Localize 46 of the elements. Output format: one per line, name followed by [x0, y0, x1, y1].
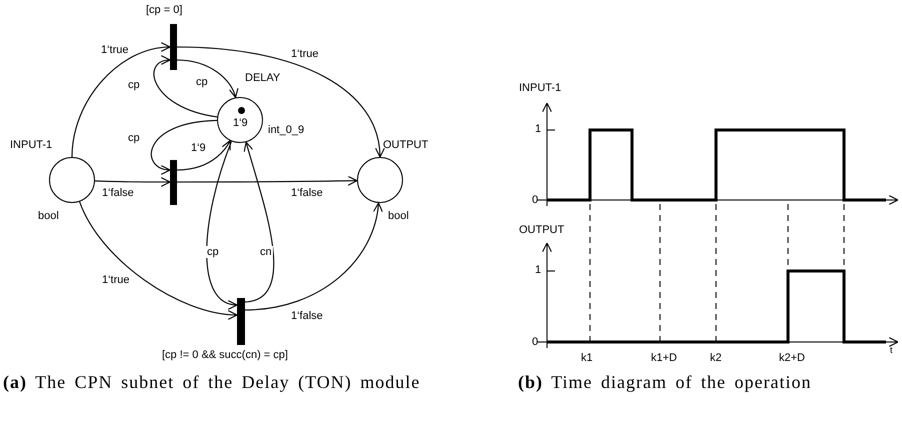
- initial-marking: 1‘9: [233, 117, 248, 130]
- guard-label: [cp = 0]: [146, 4, 182, 17]
- arc-inscription: 1‘true: [290, 48, 320, 60]
- arc-arrow: [154, 56, 218, 118]
- figure-caption: (b) Time diagram of the operation: [518, 371, 812, 393]
- arc-arrow: [71, 42, 171, 158]
- arc-arrow: [244, 142, 274, 303]
- axis-label: OUTPUT: [519, 224, 564, 237]
- arc-inscription: cp: [127, 132, 141, 144]
- color-set-label: bool: [38, 210, 59, 223]
- tick-label: k1+D: [651, 352, 677, 365]
- arc-inscription: 1‘true: [100, 44, 130, 56]
- arc-inscription: 1‘false: [101, 187, 135, 199]
- tick-label: 1: [535, 264, 542, 277]
- arc-arrow: [206, 141, 238, 308]
- arc-inscription: cp: [206, 246, 220, 258]
- arc-inscription: 1‘false: [290, 187, 324, 199]
- tick-label: 1: [535, 123, 542, 136]
- arc-inscription: cn: [259, 246, 273, 258]
- color-set-label: int_0_9: [268, 124, 304, 137]
- arc-inscription: 1‘true: [101, 274, 131, 286]
- arc-arrow: [176, 46, 384, 158]
- place-name: OUTPUT: [383, 139, 428, 152]
- color-set-label: bool: [388, 210, 409, 223]
- arc-inscription: cp: [195, 76, 209, 88]
- arc-arrow: [244, 202, 382, 311]
- place-name: INPUT-1: [10, 139, 52, 152]
- arc-arrow: [176, 140, 231, 171]
- arc-inscription: cp: [127, 79, 141, 91]
- arc-arrow: [176, 59, 238, 98]
- tick-label: k2: [710, 352, 722, 365]
- axis-label: INPUT-1: [519, 82, 562, 95]
- tick-label: k1: [581, 352, 593, 365]
- guard-label: [cp != 0 && succ(cn) = cp]: [162, 349, 288, 362]
- arc-arrow: [177, 176, 358, 186]
- axis-label: t: [890, 344, 893, 357]
- figure-caption: (a) The CPN subnet of the Delay (TON) module: [3, 371, 422, 393]
- tick-label: 0: [532, 194, 538, 207]
- arc-arrow: [94, 176, 171, 188]
- arc-inscription: 1‘false: [290, 310, 324, 322]
- tick-label: 0: [532, 336, 538, 349]
- place-name: DELAY: [245, 72, 280, 85]
- arc-arrow: [79, 202, 238, 320]
- arc-inscription: 1‘9: [190, 142, 207, 154]
- tick-label: k2+D: [779, 352, 805, 365]
- arc-arrow: [151, 120, 218, 174]
